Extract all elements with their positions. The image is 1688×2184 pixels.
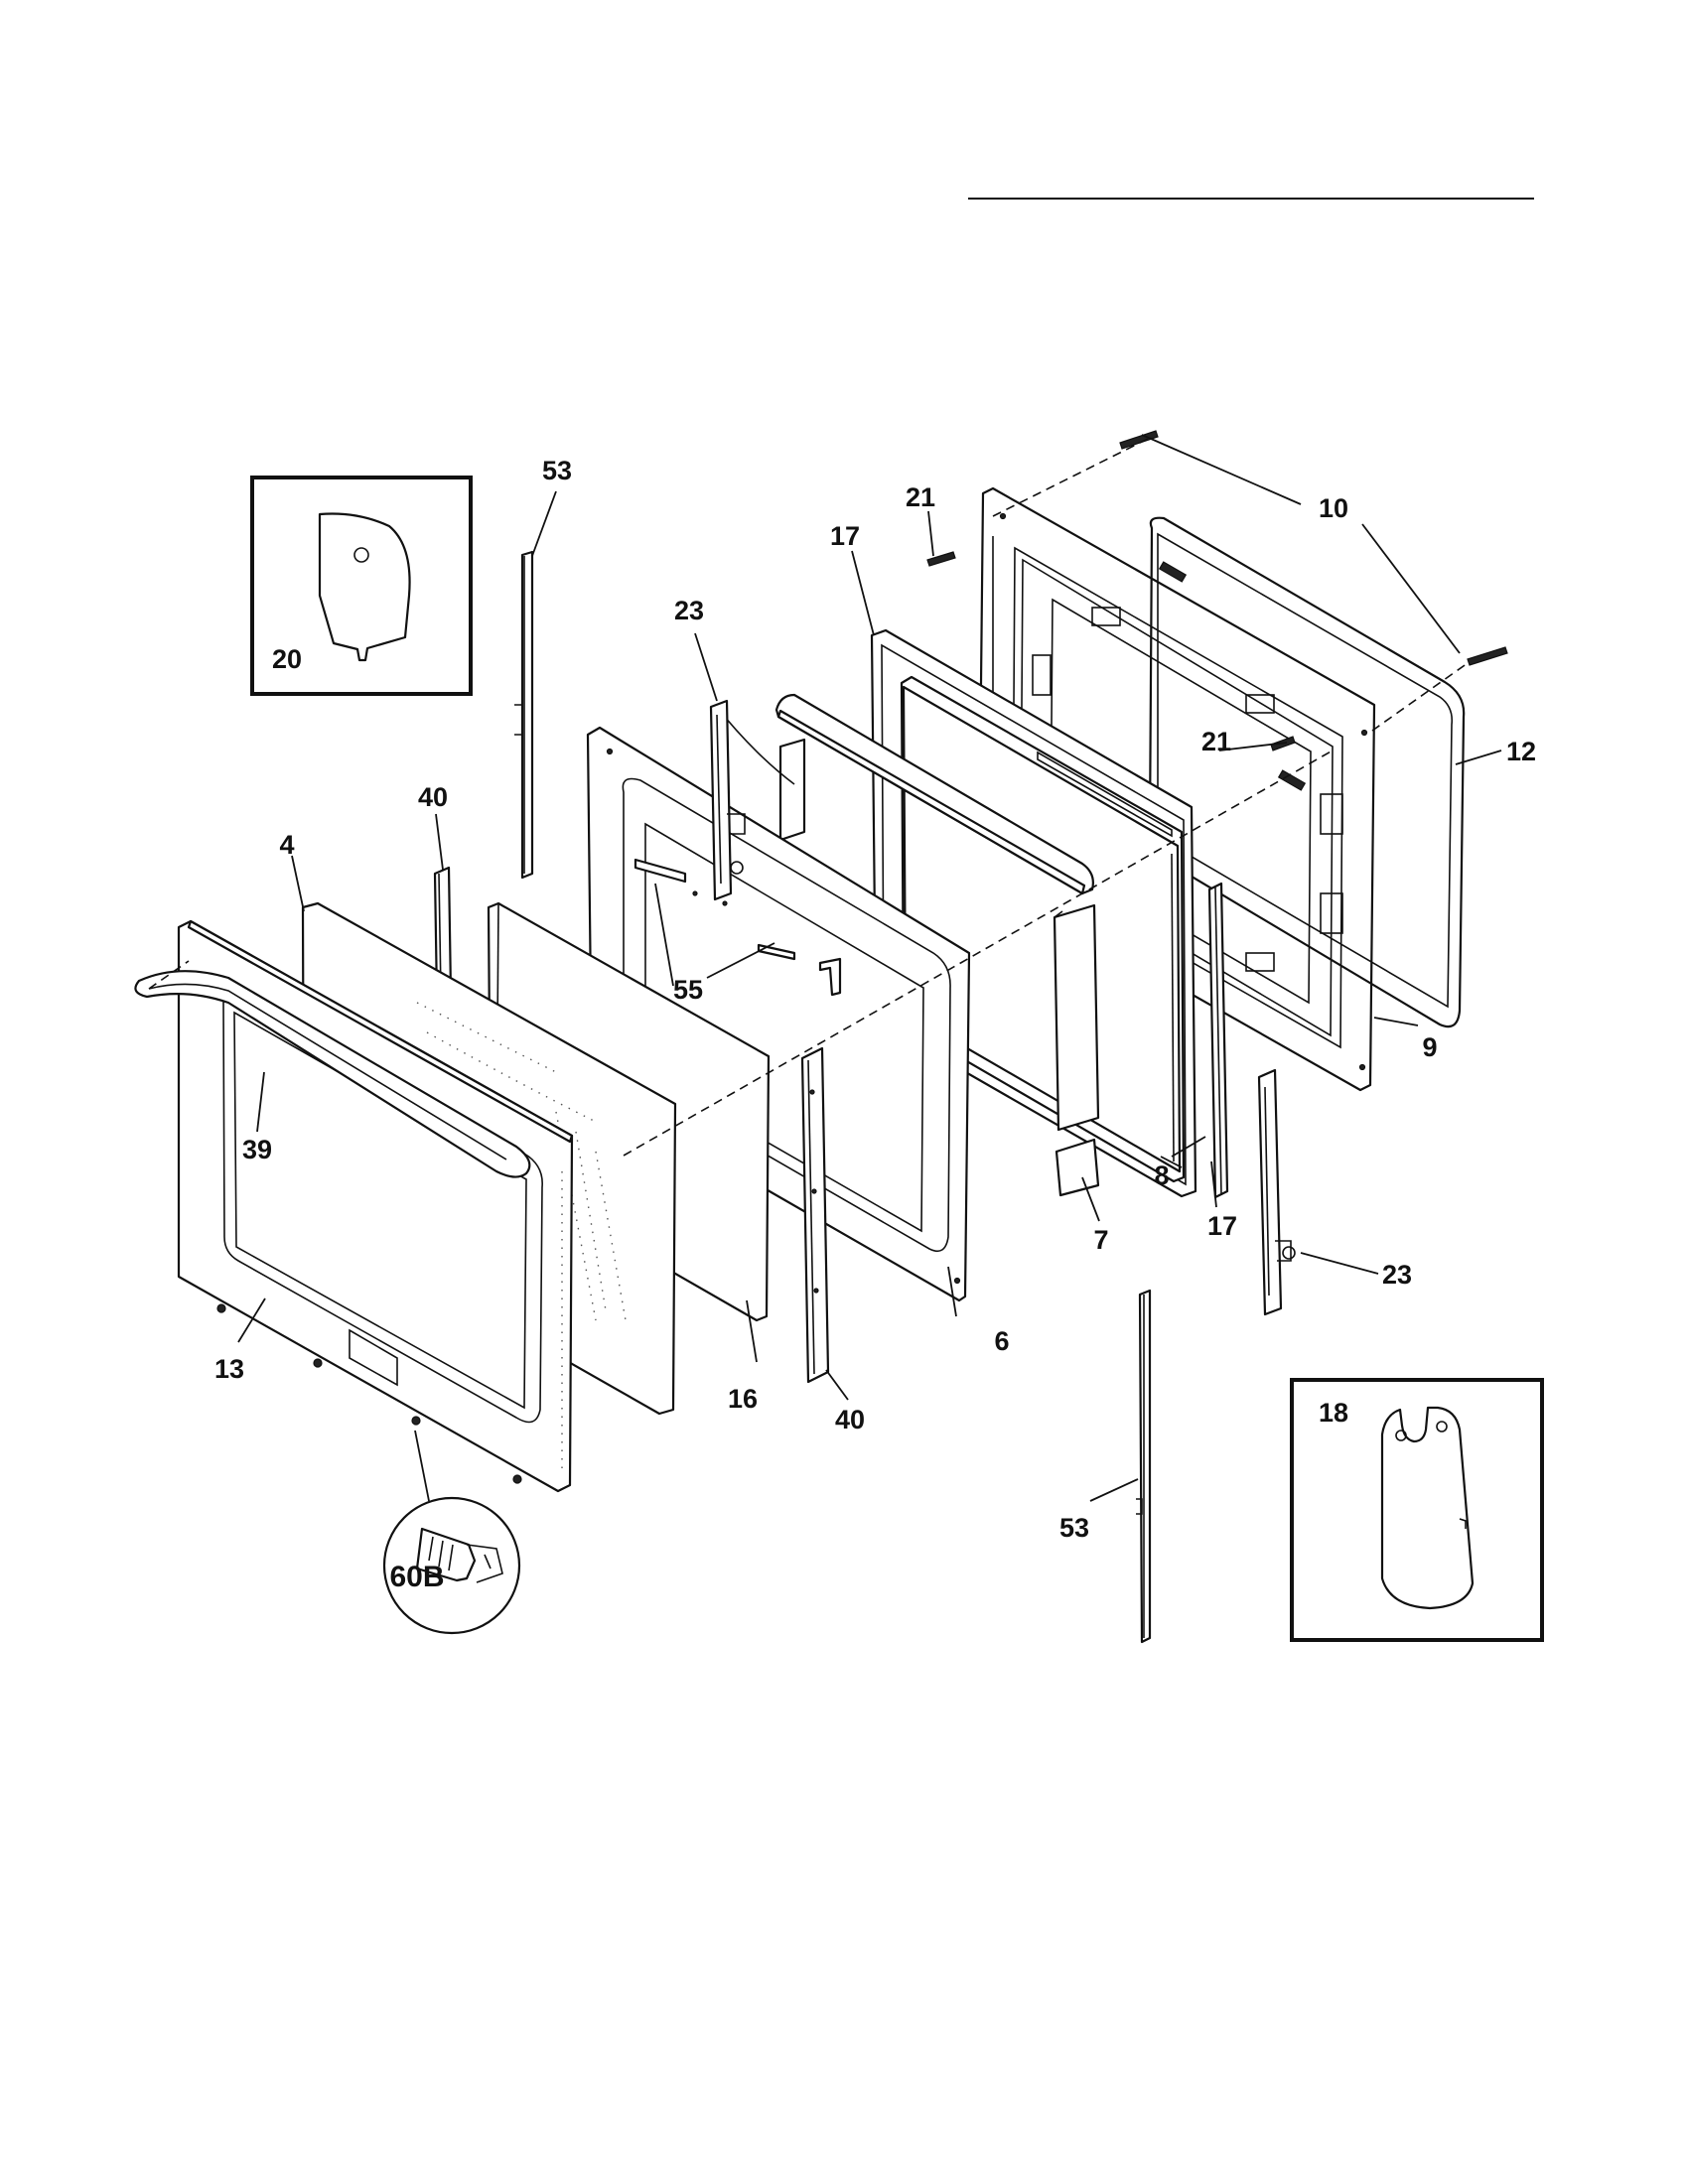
leader-lines — [237, 434, 1502, 1502]
callout-label-12: 12 — [1506, 737, 1536, 766]
part-40-bracket-upper — [433, 866, 453, 1001]
inset-part-18 — [1290, 1378, 1544, 1642]
callout-label-60b: 60B — [389, 1561, 444, 1593]
alignment-lines — [148, 436, 1469, 1157]
callout-label-21-upper: 21 — [906, 482, 935, 512]
callout-label-7: 7 — [1093, 1225, 1108, 1255]
part-23-hinge-lower — [1257, 1068, 1296, 1316]
part-13-outer-door — [134, 919, 574, 1493]
callout-label-13: 13 — [214, 1354, 244, 1384]
callout-label-55: 55 — [673, 975, 703, 1005]
callout-label-20: 20 — [272, 644, 302, 674]
callout-label-18: 18 — [1319, 1398, 1348, 1428]
callout-label-10: 10 — [1319, 493, 1348, 523]
callout-label-6: 6 — [994, 1326, 1009, 1356]
callout-label-53-lower: 53 — [1059, 1513, 1089, 1543]
callout-label-23-upper: 23 — [674, 596, 704, 625]
callout-labels: 53 20 21 17 10 23 21 12 40 4 55 9 39 8 7… — [214, 456, 1536, 1593]
part-9-back-frame — [977, 486, 1376, 1092]
part-40-bracket-lower — [800, 1046, 830, 1384]
callout-label-53-upper: 53 — [542, 456, 572, 485]
part-53-upper-strip — [514, 550, 534, 880]
callout-label-40-lower: 40 — [835, 1405, 865, 1434]
callout-label-17-upper: 17 — [830, 521, 860, 551]
callout-label-39: 39 — [242, 1135, 272, 1164]
callout-label-8: 8 — [1154, 1160, 1169, 1190]
callout-label-21-lower: 21 — [1201, 727, 1231, 756]
callout-label-4: 4 — [279, 830, 294, 860]
callout-60b-screw — [382, 1496, 521, 1635]
part-23-hinge-upper — [709, 699, 746, 901]
screws — [926, 430, 1508, 751]
part-53-lower-strip — [1136, 1289, 1152, 1644]
callout-label-9: 9 — [1422, 1032, 1437, 1062]
part-17-side-trim — [1207, 882, 1229, 1199]
callout-label-17-lower: 17 — [1207, 1211, 1237, 1241]
inset-part-20 — [250, 476, 473, 696]
part-55-brackets — [633, 858, 842, 997]
callout-label-23-lower: 23 — [1382, 1260, 1412, 1290]
callout-label-16: 16 — [728, 1384, 758, 1414]
callout-label-40-upper: 40 — [418, 782, 448, 812]
